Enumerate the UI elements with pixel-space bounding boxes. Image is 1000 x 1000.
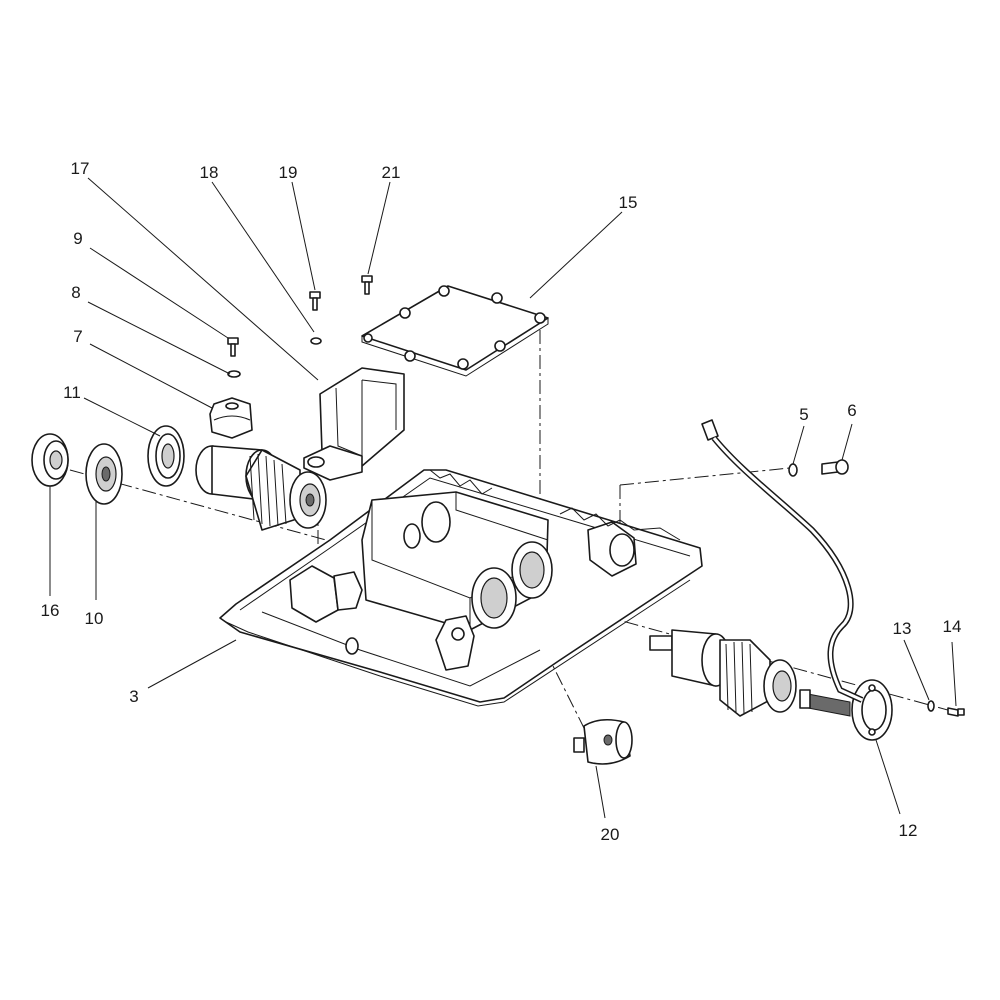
washer-13-part [927, 700, 935, 712]
callout-20: 20 [601, 825, 620, 844]
callout-6: 6 [847, 401, 856, 420]
left-eccentric-shaft-part [195, 445, 327, 531]
bolt-19-part [309, 291, 321, 311]
right-eccentric-shaft-part [649, 629, 797, 717]
washer-18-part [310, 337, 322, 345]
spring-part [799, 689, 851, 717]
callout-21: 21 [382, 163, 401, 182]
callout-17: 17 [71, 159, 90, 178]
washer-8-part [227, 370, 241, 378]
rubber-mount-20-part [573, 718, 633, 765]
callout-13: 13 [893, 619, 912, 638]
screw-6-part [821, 459, 849, 475]
bearing-cap-10-part [85, 443, 123, 505]
callout-3: 3 [129, 687, 138, 706]
cover-bolt-part [361, 275, 373, 295]
callout-19: 19 [279, 163, 298, 182]
callout-7: 7 [73, 327, 82, 346]
callout-10: 10 [85, 609, 104, 628]
callout-leaders [49, 177, 957, 819]
callout-11: 11 [63, 383, 81, 402]
end-flange-12-part [851, 679, 893, 741]
washer-5-part [788, 463, 798, 477]
callout-5: 5 [799, 405, 808, 424]
callout-15: 15 [619, 193, 638, 212]
bolt-9-part [227, 337, 239, 357]
seal-ring-16-part [31, 433, 69, 487]
flange-11-part [147, 425, 185, 487]
callout-12: 12 [899, 821, 918, 840]
callout-labels: 17 18 19 21 15 9 8 7 11 16 10 3 5 6 13 1… [41, 159, 962, 844]
callout-8: 8 [71, 283, 80, 302]
screw-14-part [947, 707, 965, 717]
clamp-7-part [209, 397, 253, 439]
callout-14: 14 [943, 617, 962, 636]
cover-plate-part [361, 285, 549, 377]
callout-9: 9 [73, 229, 82, 248]
callout-18: 18 [200, 163, 219, 182]
base-plate-part [219, 469, 703, 707]
guard-bracket-part [303, 367, 405, 481]
cable-part [701, 419, 864, 703]
callout-16: 16 [41, 601, 60, 620]
